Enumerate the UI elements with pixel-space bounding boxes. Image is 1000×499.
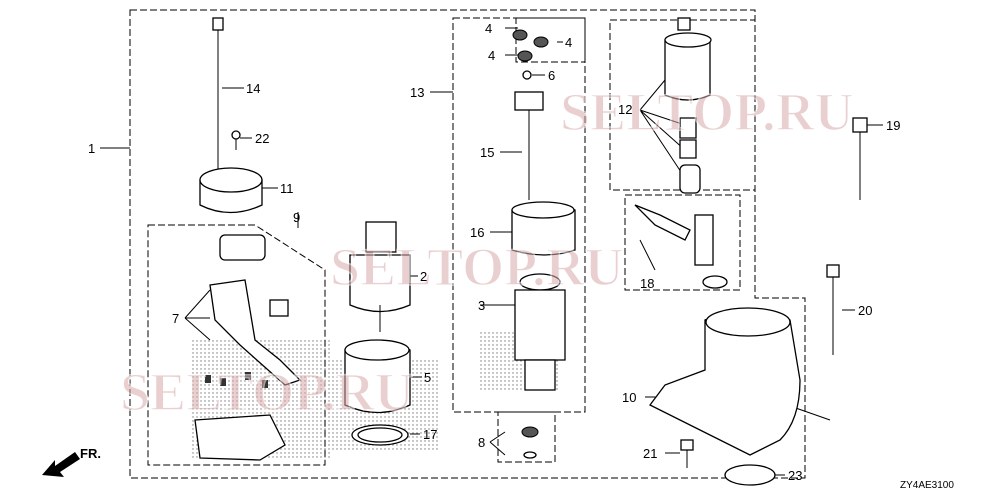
front-direction-label: FR. — [80, 446, 101, 461]
watermark: SELTOP.RU — [120, 362, 414, 422]
callout-3[interactable]: 3 — [478, 298, 485, 313]
group-8-frame — [497, 411, 556, 463]
shaft-15 — [514, 91, 544, 200]
callout-4[interactable]: 4 — [565, 35, 572, 50]
callout-4[interactable]: 4 — [488, 48, 495, 63]
solenoid-12 — [664, 17, 712, 194]
nuts-4 — [512, 29, 549, 62]
pinion-clutch-3 — [514, 273, 566, 391]
callout-10[interactable]: 10 — [622, 390, 636, 405]
callout-21[interactable]: 21 — [643, 446, 657, 461]
callout-11[interactable]: 11 — [280, 181, 294, 196]
watermark: SELTOP.RU — [560, 82, 854, 142]
screw-22 — [231, 130, 241, 150]
front-direction-arrow-icon — [42, 452, 80, 477]
assembly-frame-9 — [147, 224, 326, 466]
callout-2[interactable]: 2 — [420, 269, 427, 284]
end-cover-11 — [199, 167, 263, 214]
fork-lever-18 — [634, 204, 728, 289]
brush-holder-9 — [194, 234, 302, 461]
bolt-19 — [852, 117, 868, 200]
callout-14[interactable]: 14 — [246, 81, 260, 96]
callouts: 1 2 3 4 4 4 5 6 7 8 9 10 11 12 13 14 15 … — [88, 21, 900, 483]
callout-16[interactable]: 16 — [470, 225, 484, 240]
nut-group-frame — [515, 17, 586, 63]
callout-6[interactable]: 6 — [548, 68, 555, 83]
callout-7[interactable]: 7 — [172, 311, 179, 326]
callout-15[interactable]: 15 — [480, 145, 494, 160]
watermark: SELTOP.RU — [330, 237, 624, 297]
leader-lines — [100, 27, 883, 476]
callout-8[interactable]: 8 — [478, 435, 485, 450]
callout-12[interactable]: 12 — [618, 102, 632, 117]
ring-17 — [351, 424, 409, 446]
assembly-frame-13 — [452, 17, 586, 413]
diagram-code: ZY4AE3100 — [900, 480, 954, 491]
callout-19[interactable]: 19 — [886, 118, 900, 133]
callout-23[interactable]: 23 — [788, 468, 802, 483]
armature-2 — [349, 221, 411, 332]
washer-6 — [522, 70, 532, 80]
callout-18[interactable]: 18 — [640, 276, 654, 291]
yoke-5 — [344, 339, 411, 414]
housing-10 — [649, 307, 801, 456]
callout-1[interactable]: 1 — [88, 141, 95, 156]
callout-4[interactable]: 4 — [485, 21, 492, 36]
o-ring-23 — [724, 464, 776, 486]
bolt-20 — [826, 264, 840, 355]
gear-16 — [511, 201, 576, 256]
callout-9[interactable]: 9 — [293, 210, 300, 225]
through-bolt-14 — [212, 17, 224, 170]
callout-17[interactable]: 17 — [423, 427, 437, 442]
parts-8 — [521, 426, 539, 459]
callout-5[interactable]: 5 — [424, 370, 431, 385]
group-18-frame — [624, 194, 741, 291]
callout-20[interactable]: 20 — [858, 303, 872, 318]
bolt-21 — [680, 439, 694, 468]
callout-22[interactable]: 22 — [255, 131, 269, 146]
solenoid-frame — [609, 19, 756, 191]
callout-13[interactable]: 13 — [410, 85, 424, 100]
